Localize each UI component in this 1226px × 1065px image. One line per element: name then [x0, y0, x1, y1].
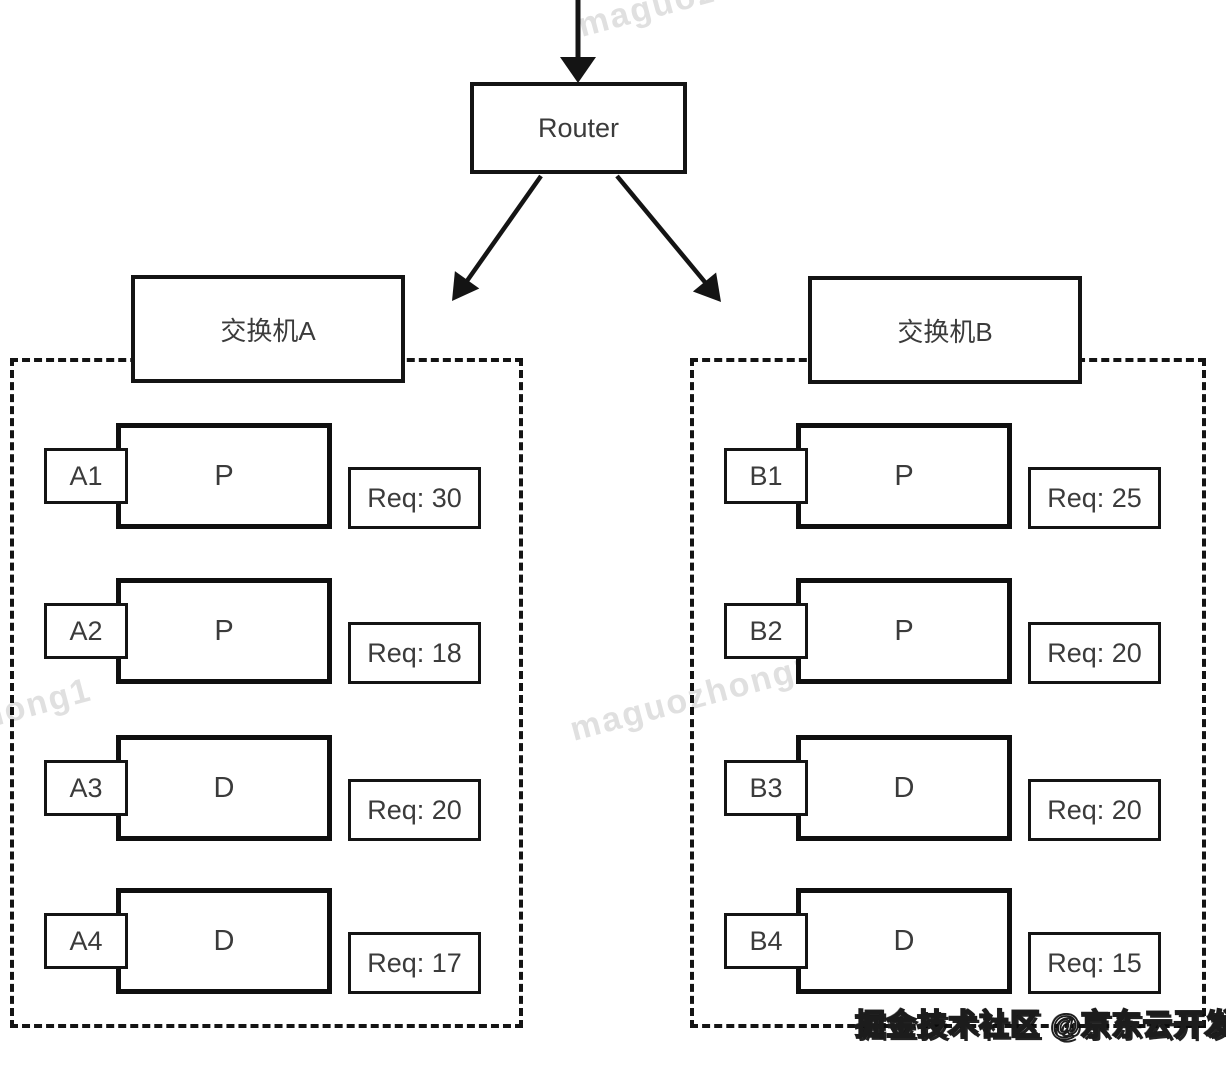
request-count-label: Req: 20 — [1047, 637, 1142, 668]
switch-a-container: P A1 Req: 30 P A2 Req: 18 D A3 Req: 20 D… — [10, 358, 523, 1028]
request-count-box: Req: 20 — [1028, 622, 1161, 684]
switch-a-row-2: P A2 Req: 18 — [14, 578, 519, 684]
port-label: A1 — [69, 460, 103, 491]
request-count-box: Req: 30 — [348, 467, 481, 529]
switch-b-row-1: P B1 Req: 25 — [694, 423, 1202, 529]
port-label: A3 — [69, 772, 103, 803]
server-type-box: P — [116, 423, 332, 529]
server-type-label: D — [893, 771, 915, 804]
port-label: A4 — [69, 925, 103, 956]
switch-a-row-1: P A1 Req: 30 — [14, 423, 519, 529]
server-type-label: D — [893, 924, 915, 957]
router-node: Router — [470, 82, 687, 174]
router-inbound-arrow-head — [560, 57, 596, 83]
request-count-label: Req: 17 — [367, 947, 462, 978]
port-label: B4 — [749, 925, 783, 956]
switch-a-row-3: D A3 Req: 20 — [14, 735, 519, 841]
server-type-box: D — [116, 888, 332, 994]
switch-a-node: 交换机A — [131, 275, 405, 383]
port-label-box: A4 — [44, 913, 128, 969]
arrow-to-switch-b-shaft — [615, 174, 711, 289]
arrow-to-switch-b-head — [692, 272, 721, 302]
brand-watermark: 掘金技术社区 @京东云开发者 — [854, 1008, 1226, 1043]
server-type-box: P — [796, 578, 1012, 684]
server-type-label: P — [894, 459, 914, 492]
port-label-box: A1 — [44, 448, 128, 504]
switch-a-title: 交换机A — [220, 315, 316, 346]
switch-b-title: 交换机B — [897, 316, 993, 347]
server-type-label: P — [894, 614, 914, 647]
port-label: A2 — [69, 615, 103, 646]
request-count-box: Req: 18 — [348, 622, 481, 684]
request-count-label: Req: 20 — [1047, 794, 1142, 825]
port-label-box: B1 — [724, 448, 808, 504]
request-count-label: Req: 20 — [367, 794, 462, 825]
request-count-label: Req: 25 — [1047, 482, 1142, 513]
request-count-label: Req: 30 — [367, 482, 462, 513]
port-label-box: B3 — [724, 760, 808, 816]
arrow-to-switch-a-shaft — [460, 174, 543, 290]
port-label-box: A3 — [44, 760, 128, 816]
server-type-label: D — [213, 771, 235, 804]
port-label: B3 — [749, 772, 783, 803]
switch-b-node: 交换机B — [808, 276, 1082, 384]
request-count-box: Req: 20 — [348, 779, 481, 841]
port-label: B2 — [749, 615, 783, 646]
request-count-box: Req: 25 — [1028, 467, 1161, 529]
port-label-box: B4 — [724, 913, 808, 969]
router-label: Router — [537, 112, 620, 143]
switch-b-row-4: D B4 Req: 15 — [694, 888, 1202, 994]
server-type-box: P — [116, 578, 332, 684]
server-type-box: D — [796, 735, 1012, 841]
switch-b-container: P B1 Req: 25 P B2 Req: 20 D B3 Req: 20 D… — [690, 358, 1206, 1028]
switch-b-row-3: D B3 Req: 20 — [694, 735, 1202, 841]
request-count-label: Req: 15 — [1047, 947, 1142, 978]
request-count-box: Req: 17 — [348, 932, 481, 994]
server-type-label: D — [213, 924, 235, 957]
server-type-label: P — [214, 614, 234, 647]
server-type-label: P — [214, 459, 234, 492]
server-type-box: D — [116, 735, 332, 841]
switch-b-row-2: P B2 Req: 20 — [694, 578, 1202, 684]
request-count-box: Req: 15 — [1028, 932, 1161, 994]
port-label: B1 — [749, 460, 783, 491]
port-label-box: A2 — [44, 603, 128, 659]
request-count-label: Req: 18 — [367, 637, 462, 668]
arrow-to-switch-a-head — [452, 271, 480, 301]
request-count-box: Req: 20 — [1028, 779, 1161, 841]
switch-a-row-4: D A4 Req: 17 — [14, 888, 519, 994]
port-label-box: B2 — [724, 603, 808, 659]
